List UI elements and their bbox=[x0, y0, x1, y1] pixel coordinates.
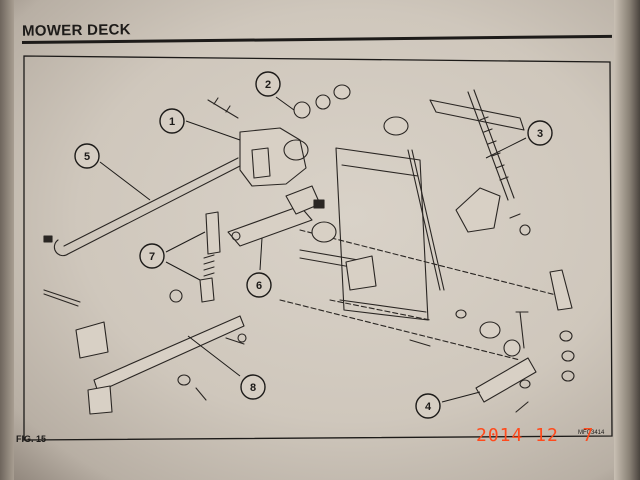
callout-3: 3 bbox=[527, 120, 553, 146]
side-bracket bbox=[549, 269, 573, 311]
callout-4: 4 bbox=[415, 393, 441, 419]
figure-label: FIG. 15 bbox=[16, 434, 47, 444]
link-arm bbox=[227, 205, 313, 247]
callout-1: 1 bbox=[159, 108, 185, 134]
clip-ring bbox=[169, 289, 183, 303]
callout-6: 6 bbox=[246, 272, 272, 298]
svg-text:3: 3 bbox=[537, 128, 543, 140]
bushings-4 bbox=[479, 321, 521, 357]
pivot-bracket bbox=[239, 127, 309, 187]
adjust-link bbox=[407, 149, 445, 291]
leader-3 bbox=[485, 137, 527, 159]
camera-date-stamp: 2014 12 7 bbox=[476, 425, 595, 446]
leader-8 bbox=[187, 335, 241, 377]
knob bbox=[383, 116, 409, 136]
svg-text:5: 5 bbox=[84, 151, 90, 163]
leader-4 bbox=[441, 391, 481, 403]
roller bbox=[311, 221, 337, 243]
bolt-1 bbox=[207, 97, 239, 119]
spring-link-lower bbox=[199, 277, 215, 303]
callout-8: 8 bbox=[240, 374, 266, 400]
hanger-bracket bbox=[75, 321, 109, 359]
deck-plate bbox=[335, 147, 429, 321]
yoke-bracket bbox=[455, 187, 501, 233]
figure-code: MFC3414 bbox=[578, 430, 605, 436]
center-bracket bbox=[345, 255, 377, 291]
page-edge bbox=[0, 0, 14, 480]
washer-cotter-4 bbox=[515, 379, 531, 413]
small-hardware bbox=[409, 309, 467, 347]
arrow-markers bbox=[43, 199, 325, 243]
book-binding bbox=[614, 0, 640, 480]
leader-1 bbox=[185, 120, 241, 141]
front-hanger-bar bbox=[93, 315, 245, 393]
spring-link-upper bbox=[205, 211, 221, 255]
rod-threads bbox=[479, 116, 509, 181]
svg-text:4: 4 bbox=[425, 401, 432, 413]
diagram-frame bbox=[23, 55, 613, 441]
washer-cotter-8 bbox=[177, 374, 207, 401]
callout-5: 5 bbox=[74, 143, 100, 169]
leader-7a bbox=[165, 231, 206, 253]
adjusting-rod bbox=[467, 89, 515, 201]
leader-7b bbox=[165, 261, 201, 281]
bushing-nut-set bbox=[293, 84, 351, 119]
pin-left bbox=[43, 289, 81, 307]
bolt-4 bbox=[515, 311, 529, 349]
deck-outline bbox=[279, 229, 561, 361]
leader-5 bbox=[99, 161, 151, 201]
leader-6 bbox=[259, 237, 263, 271]
pin-clip-3 bbox=[509, 213, 531, 236]
rod-guide bbox=[429, 99, 525, 131]
callout-2: 2 bbox=[255, 71, 281, 97]
svg-text:2: 2 bbox=[265, 79, 271, 91]
leader-2 bbox=[275, 96, 295, 111]
spring-coils bbox=[203, 254, 215, 277]
hanger-foot bbox=[87, 385, 113, 415]
svg-text:6: 6 bbox=[256, 280, 262, 292]
svg-text:1: 1 bbox=[169, 116, 175, 128]
lift-rod bbox=[53, 157, 241, 257]
lower-arm bbox=[475, 357, 537, 403]
callout-7: 7 bbox=[139, 243, 165, 269]
svg-text:7: 7 bbox=[149, 251, 155, 263]
nut-stack bbox=[559, 330, 575, 382]
pin-8 bbox=[225, 333, 247, 345]
svg-text:8: 8 bbox=[250, 382, 256, 394]
